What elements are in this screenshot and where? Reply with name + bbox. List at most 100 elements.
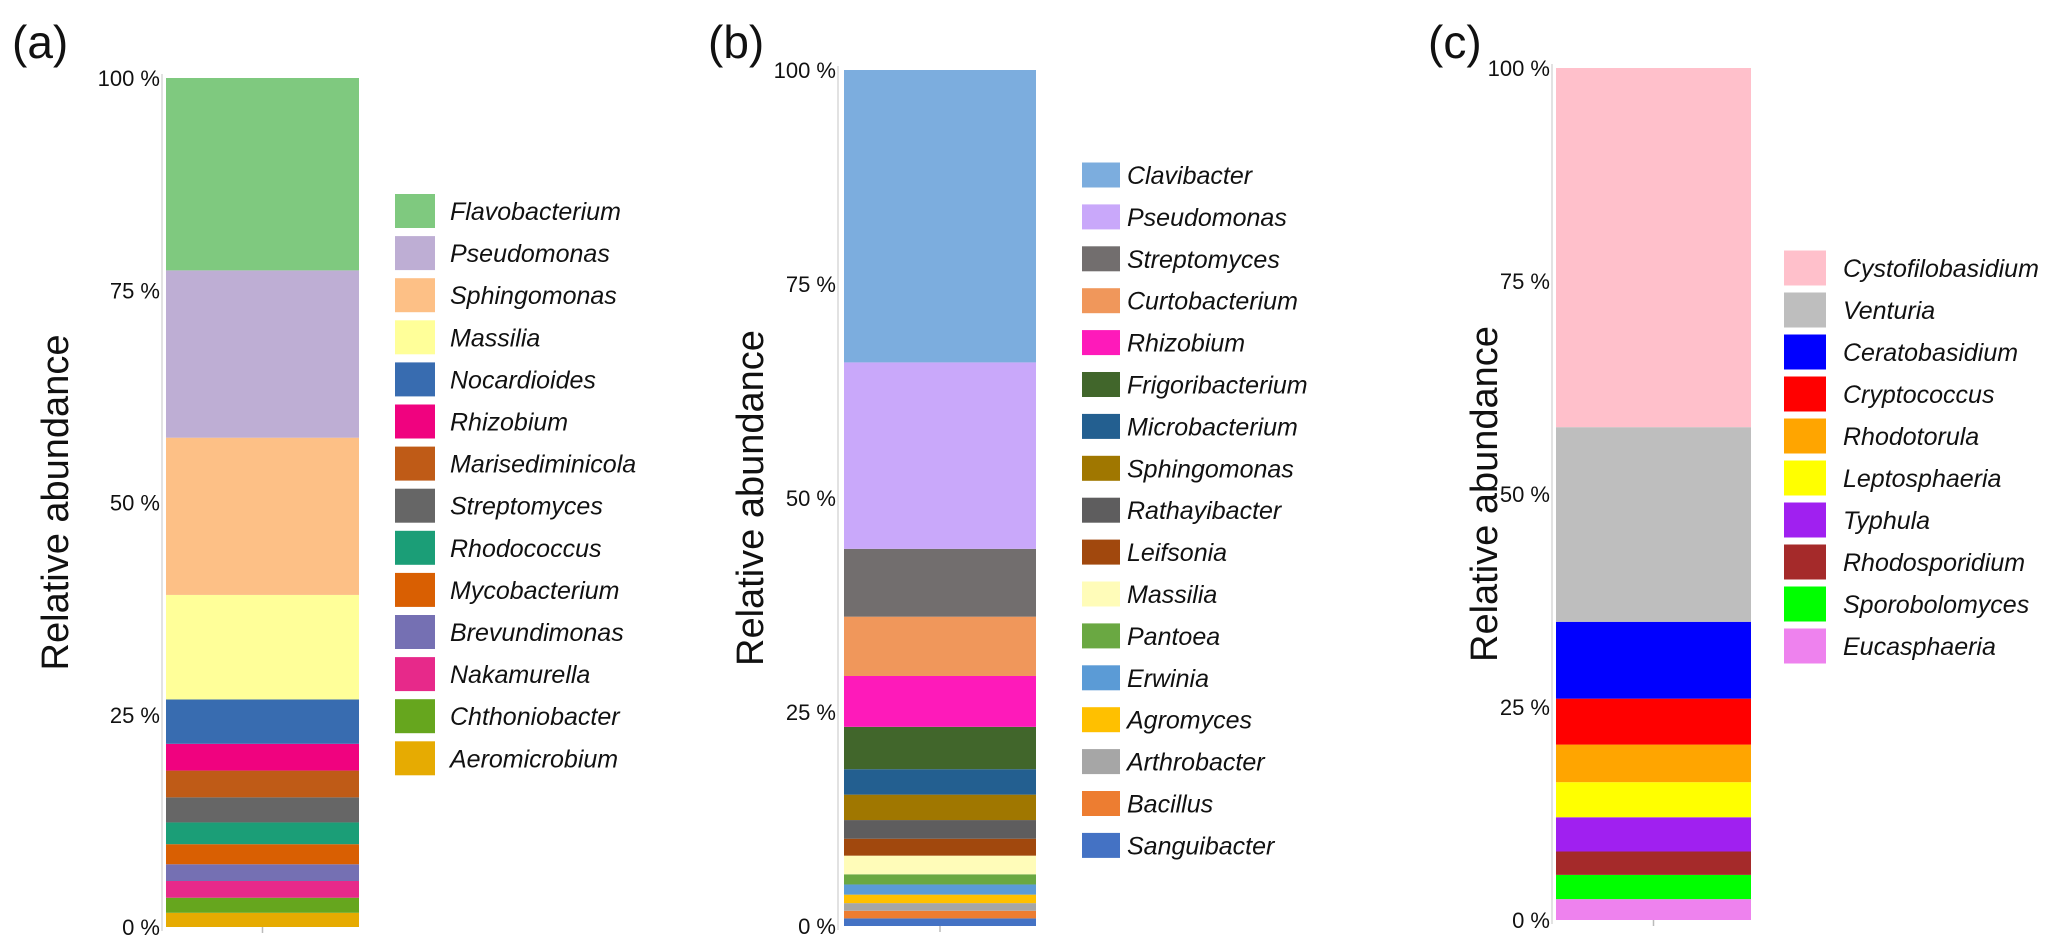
y-tick-label: 75 % (110, 278, 160, 303)
legend-label: Curtobacterium (1127, 288, 1298, 316)
legend-label: Microbacterium (1127, 413, 1298, 441)
bar-segment-cryptococcus (1556, 698, 1751, 745)
legend-label: Clavibacter (1127, 162, 1254, 190)
bar-segment-nakamurella (166, 880, 359, 898)
bar-segment-massilia (166, 594, 359, 700)
bar-segment-streptomyces (844, 548, 1036, 617)
bar-segment-erwinia (844, 884, 1036, 895)
legend-label: Rhizobium (450, 409, 568, 437)
legend-swatch (1784, 586, 1826, 622)
bar-segment-bacillus (844, 910, 1036, 919)
legend-label: Sporobolomyces (1843, 591, 2029, 619)
legend-label: Rhodosporidium (1843, 549, 2025, 577)
y-tick-label: 25 % (1500, 695, 1550, 720)
legend-label: Nocardioides (450, 366, 596, 394)
legend-label: Venturia (1843, 297, 1935, 325)
bar-segment-curtobacterium (844, 616, 1036, 676)
y-axis-label: Relative abundance (730, 330, 772, 666)
legend-swatch (1082, 288, 1120, 314)
legend-label: Rhodococcus (450, 535, 601, 563)
legend-swatch (1082, 623, 1120, 649)
legend-label: Eucasphaeria (1843, 633, 1996, 661)
bar-segment-eucasphaeria (1556, 899, 1751, 920)
bar-segment-rhizobium (844, 675, 1036, 727)
bar-segment-rhodosporidium (1556, 851, 1751, 875)
bar-segment-clavibacter (844, 70, 1036, 363)
bar-segment-brevundimonas (166, 864, 359, 881)
y-tick-label: 100 % (774, 58, 836, 83)
bar-segment-flavobacterium (166, 78, 359, 271)
bar-segment-sporobolomyces (1556, 874, 1751, 900)
bar-segment-streptomyces (166, 797, 359, 823)
legend-label: Sphingomonas (450, 282, 617, 310)
y-tick-label: 50 % (1500, 482, 1550, 507)
y-axis-label: Relative abundance (35, 335, 77, 671)
bar-segment-rathayibacter (844, 820, 1036, 839)
bar-segment-rhizobium (166, 743, 359, 771)
bar-segment-sphingomonas (166, 437, 359, 595)
bar-segment-massilia (844, 855, 1036, 875)
bar-segment-sanguibacter (844, 918, 1036, 926)
bar-segment-nocardioides (166, 699, 359, 744)
legend-swatch (1082, 162, 1120, 188)
legend-swatch (395, 278, 435, 313)
bar-segment-pantoea (844, 874, 1036, 885)
bar-segment-arthrobacter (844, 903, 1036, 911)
legend-label: Brevundimonas (450, 619, 624, 647)
legend-label: Pantoea (1127, 623, 1220, 651)
legend-swatch (395, 320, 435, 355)
legend-label: Cryptococcus (1843, 381, 1994, 409)
y-axis-label: Relative abundance (1464, 326, 1506, 662)
legend-swatch (1082, 246, 1120, 272)
legend-swatch (1082, 455, 1120, 481)
legend-swatch (395, 572, 435, 607)
legend-swatch (395, 657, 435, 692)
legend-swatch (1784, 334, 1826, 370)
legend-swatch (395, 362, 435, 397)
bar-segment-marisediminicola (166, 770, 359, 798)
panel-label: (a) (12, 16, 68, 68)
y-tick-label: 100 % (98, 66, 160, 91)
panel-label: (b) (708, 16, 764, 68)
y-tick-label: 0 % (122, 915, 160, 940)
bar-segment-leptosphaeria (1556, 782, 1751, 818)
bar-segment-venturia (1556, 427, 1751, 622)
legend-swatch (1082, 539, 1120, 565)
legend-label: Pseudomonas (1127, 204, 1287, 232)
legend-label: Flavobacterium (450, 198, 621, 226)
legend-swatch (1082, 497, 1120, 523)
y-tick-label: 100 % (1488, 56, 1550, 81)
legend-label: Nakamurella (450, 661, 590, 689)
legend-label: Rathayibacter (1127, 497, 1283, 525)
legend-label: Leptosphaeria (1843, 465, 2002, 493)
bar-segment-aeromicrobium (166, 912, 359, 927)
legend-swatch (1082, 413, 1120, 439)
bar-segment-pseudomonas (844, 362, 1036, 549)
legend-swatch (1784, 418, 1826, 454)
legend-swatch (395, 194, 435, 228)
legend-label: Arthrobacter (1125, 749, 1266, 777)
legend-swatch (1784, 250, 1826, 286)
legend-label: Cystofilobasidium (1843, 255, 2039, 283)
legend-swatch (1082, 204, 1120, 230)
legend-label: Massilia (1127, 581, 1217, 609)
legend-swatch (1784, 292, 1826, 328)
bar-segment-rhodococcus (166, 822, 359, 845)
bar-segment-leifsonia (844, 838, 1036, 856)
panel-label: (c) (1428, 16, 1482, 68)
bar-segment-mycobacterium (166, 844, 359, 865)
y-tick-label: 75 % (1500, 269, 1550, 294)
bar-segment-pseudomonas (166, 270, 359, 438)
legend-swatch (395, 699, 435, 734)
legend-label: Marisediminicola (450, 451, 636, 479)
legend-label: Typhula (1843, 507, 1930, 535)
legend-swatch (1784, 544, 1826, 580)
bar-segment-rhodotorula (1556, 744, 1751, 783)
y-tick-label: 75 % (786, 272, 836, 297)
legend-label: Sphingomonas (1127, 455, 1294, 483)
legend-label: Frigoribacterium (1127, 372, 1308, 400)
legend-swatch (395, 530, 435, 565)
legend-label: Leifsonia (1127, 539, 1227, 567)
y-tick-label: 25 % (110, 703, 160, 728)
